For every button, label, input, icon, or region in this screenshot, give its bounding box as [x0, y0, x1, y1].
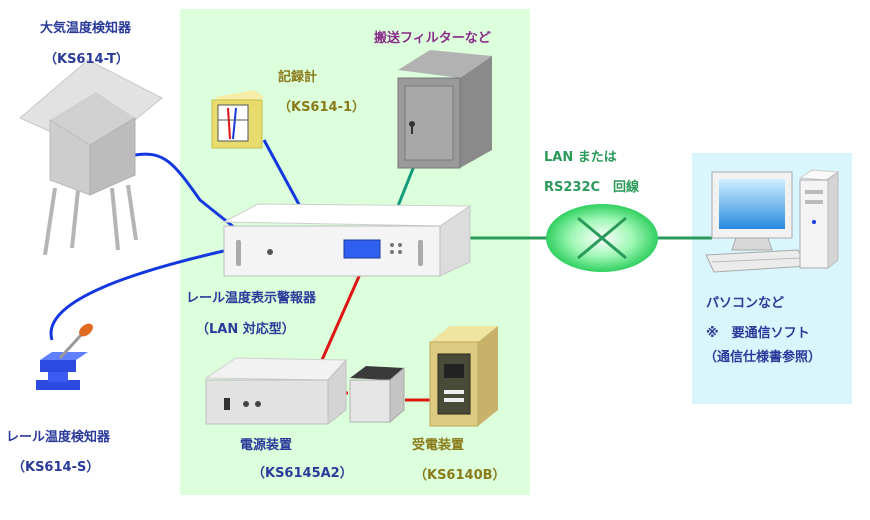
atmos-sensor-device — [19, 59, 163, 256]
recorder-device — [211, 90, 265, 149]
battery-device — [349, 366, 405, 424]
network-line2: RS232C 回線 — [544, 180, 640, 195]
network-link — [546, 204, 658, 272]
pc-note2: （通信仕様書参照） — [704, 350, 822, 365]
power-name: 電源装置 — [240, 438, 293, 453]
pc-name: パソコンなど — [706, 296, 785, 311]
power-model: （KS6145A2） — [252, 466, 353, 481]
line-atmos-sensor — [134, 152, 236, 230]
receiver-name: 受電装置 — [412, 438, 465, 453]
atmos-sensor-model: （KS614-T） — [44, 52, 129, 67]
rail-sensor-name: レール温度検知器 — [6, 430, 111, 445]
receiver-device — [429, 326, 498, 427]
recorder-model: （KS614-1） — [278, 100, 366, 115]
pc-note1: ※ 要通信ソフト — [706, 326, 810, 341]
recorder-name: 記録計 — [278, 70, 318, 85]
display-name: レール温度表示警報器 — [186, 291, 317, 306]
atmos-sensor-name: 大気温度検知器 — [40, 21, 132, 36]
receiver-model: （KS6140B） — [414, 468, 506, 483]
line-recorder — [262, 139, 304, 211]
cabinet-name: 搬送フィルターなど — [374, 31, 491, 46]
line-power — [320, 264, 366, 361]
pc-device — [705, 169, 840, 273]
line-cabinet — [396, 165, 416, 207]
cabinet-device — [397, 50, 492, 169]
display-model: （LAN 対応型） — [196, 322, 295, 337]
network-line1: LAN または — [544, 150, 617, 165]
rail-sensor-model: （KS614-S） — [12, 460, 100, 475]
rail-sensor-device — [36, 323, 93, 390]
display-alarm-device — [222, 203, 472, 277]
power-supply-device — [204, 357, 348, 426]
line-rail-sensor — [49, 248, 229, 341]
